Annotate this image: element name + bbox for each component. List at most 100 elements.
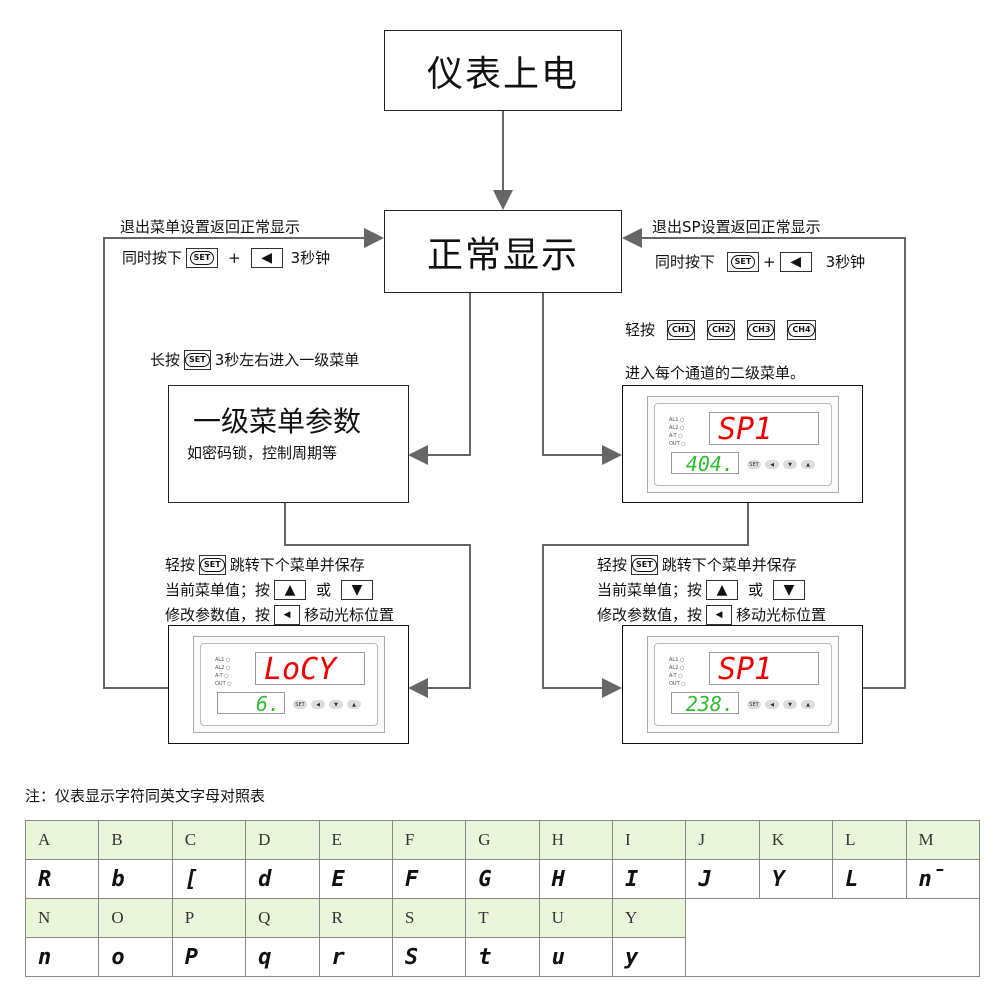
table-cell: G (465, 859, 540, 899)
table-cell: J (685, 820, 760, 860)
led-label: AL2 (669, 425, 679, 431)
arrow-exit-left (103, 228, 384, 689)
panel-face: AL1 ○AL2 ○A-T ○OUT ○ SP1 404. SET◀▼▲ (647, 396, 839, 493)
down-key-icon: ▼ (341, 579, 374, 600)
panel-button: ◀ (311, 700, 325, 709)
text: 或 (316, 580, 332, 599)
led-label: AL1 (215, 657, 225, 663)
text: 3秒钟 (290, 249, 331, 267)
table-cell: F (391, 820, 467, 860)
panel-button: ▲ (347, 700, 361, 709)
empty-cell (685, 898, 980, 977)
text: 修改参数值，按 (597, 605, 703, 624)
table-cell: y (611, 937, 687, 977)
text: 轻按 (597, 555, 628, 574)
panel-button: SET (747, 460, 761, 469)
text: 长按 (150, 351, 181, 369)
table-cell: H (538, 859, 614, 899)
table-cell: N (24, 898, 100, 938)
ch4-key-icon: CH4 (787, 320, 816, 340)
table-cell: T (465, 898, 540, 938)
panel-button: ▲ (801, 460, 815, 469)
table-cell: b (98, 859, 173, 899)
ch2-key-icon: CH2 (707, 320, 736, 340)
table-cell: P (171, 937, 247, 977)
panel-buttons: SET◀▼▲ (747, 460, 815, 469)
panel-button: ▲ (801, 700, 815, 709)
connector-lines (103, 110, 906, 698)
set-key-icon: SET (184, 350, 211, 370)
text: 移动光标位置 (304, 605, 395, 624)
table-cell: Y (758, 859, 834, 899)
table-cell: L (832, 859, 907, 899)
ch1-key-icon: CH1 (667, 320, 696, 340)
table-cell: F (391, 859, 467, 899)
left-key-icon: ◀ (706, 604, 733, 625)
indicator-leds: AL1 ○AL2 ○A-T ○OUT ○ (669, 417, 686, 447)
left-enter-label: 长按 SET 3秒左右进入一级菜单 (150, 350, 359, 370)
table-cell: O (98, 898, 173, 938)
table-cell: E (318, 859, 393, 899)
led-label: AL1 (669, 657, 679, 663)
panel-buttons: SET ◀ ▼ ▲ (293, 700, 361, 709)
level1-subtitle: 如密码锁，控制周期等 (187, 444, 338, 462)
text: 修改参数值，按 (165, 605, 271, 624)
set-key-icon: SET (199, 554, 226, 575)
table-cell: D (245, 820, 320, 860)
sv-display: 6. (217, 692, 285, 715)
arrow-level1-to-panel (284, 502, 471, 698)
pv-display: LoCY (255, 652, 365, 686)
text: 轻按 (165, 555, 196, 574)
plus: + (763, 253, 776, 271)
down-key-icon: ▼ (773, 579, 806, 600)
table-cell: o (98, 937, 173, 977)
set-key-icon: SET (631, 554, 658, 575)
set-key-icon: SET (186, 248, 219, 268)
text: 3秒钟 (825, 253, 866, 271)
panel-face: AL1 ○AL2 ○A-T ○OUT ○ SP1 238. SET◀▼▲ (647, 636, 839, 733)
led-label: OUT (215, 681, 226, 687)
arrow-exit-right (622, 228, 906, 689)
panel-button: ◀ (765, 700, 779, 709)
panel-button: ▼ (783, 460, 797, 469)
up-key-icon: ▲ (274, 579, 307, 600)
ch3-key-icon: CH3 (747, 320, 776, 340)
text: 当前菜单值；按 (597, 580, 703, 599)
panel-button: SET (293, 700, 307, 709)
power-on-box: 仪表上电 (384, 30, 622, 111)
level1-title: 一级菜单参数 (193, 405, 362, 438)
panel-button: ▼ (329, 700, 343, 709)
note-text: 注：仪表显示字符同英文字母对照表 (25, 787, 266, 805)
arrow-normal-to-channel (542, 292, 622, 465)
table-cell: S (391, 898, 467, 938)
panel-buttons: SET◀▼▲ (747, 700, 815, 709)
table-cell: E (318, 820, 393, 860)
normal-display-box: 正常显示 (384, 210, 622, 293)
left-exit-label: 退出菜单设置返回正常显示 (120, 218, 301, 236)
table-cell: [ (171, 859, 247, 899)
text: 轻按 (625, 321, 656, 339)
led-label: OUT (669, 681, 680, 687)
table-cell: A (24, 820, 100, 860)
led-label: A-T (669, 433, 677, 439)
sv-display: 238. (671, 692, 739, 715)
set-key-icon: SET (727, 252, 760, 272)
text: 同时按下 (122, 249, 183, 267)
table-cell: J (685, 859, 760, 899)
plus: + (228, 249, 241, 267)
panel-button: ▼ (783, 700, 797, 709)
controller-panel-sp1-404: AL1 ○AL2 ○A-T ○OUT ○ SP1 404. SET◀▼▲ (622, 385, 863, 503)
left-key-icon: ◀ (274, 604, 301, 625)
arrow-channel-to-panel (542, 502, 749, 698)
table-cell: K (758, 820, 834, 860)
led-label: AL2 (215, 665, 225, 671)
text: 当前菜单值；按 (165, 580, 271, 599)
text: 同时按下 (655, 253, 716, 271)
table-cell: U (538, 898, 614, 938)
indicator-leds: AL1 ○AL2 ○A-T ○OUT ○ (215, 657, 232, 687)
